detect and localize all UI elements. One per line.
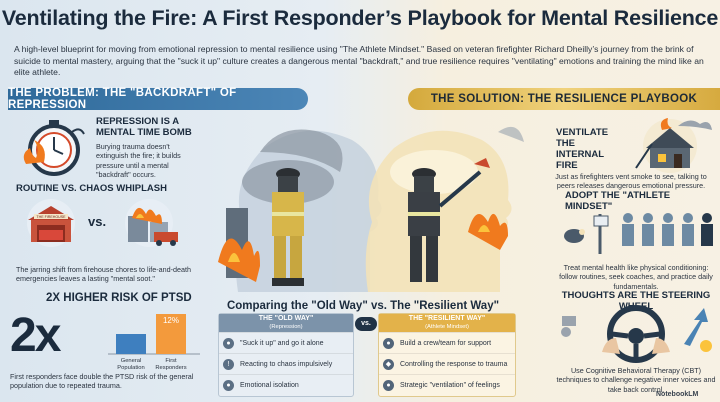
whiplash-vs: vs. <box>88 214 107 229</box>
old-way-header-label: THE "OLD WAY" <box>258 315 314 322</box>
page-title: Ventilating the Fire: A First Responder’… <box>1 6 719 30</box>
chart-category-label: First <box>165 358 177 364</box>
solution-banner: THE SOLUTION: THE RESILIENCE PLAYBOOK <box>408 88 720 110</box>
steering-text: Use Cognitive Behavioral Therapy (CBT) t… <box>556 366 716 394</box>
venting-house-icon <box>635 118 712 173</box>
resilient-way-row: ● Build a crew/team for support <box>379 332 515 353</box>
ptsd-text: First responders face double the PTSD ri… <box>10 372 194 391</box>
old-way-row-label: Emotional isolation <box>240 381 299 389</box>
old-way-row: ! Reacting to chaos impulsively <box>219 353 353 374</box>
ptsd-big-number: 2x <box>10 309 61 362</box>
ventilate-heading: VENTILATE THE INTERNAL FIRE <box>556 127 609 171</box>
chart-data-label: 12% <box>163 316 179 325</box>
resilient-way-row-label: Strategic "ventilation" of feelings <box>400 381 500 389</box>
comparison-vs-badge: vs. <box>355 317 377 331</box>
old-way-column: THE "OLD WAY" (Repression) ● "Suck it up"… <box>218 313 354 397</box>
ptsd-heading: 2X HIGHER RISK OF PTSD <box>46 292 192 304</box>
speech-bubble-icon: ● <box>223 337 234 349</box>
whiplash-heading: ROUTINE VS. CHAOS WHIPLASH <box>16 183 167 194</box>
steering-wheel-icon <box>561 305 712 363</box>
resilient-way-subheader: (Athlete Mindset) <box>425 324 469 330</box>
old-way-row-label: Reacting to chaos impulsively <box>240 360 333 368</box>
bomb-text: Burying trauma doesn't extinguish the fi… <box>96 142 181 180</box>
firehouse-icon: THE FIREHOUSE <box>27 199 75 247</box>
firehouse-sign: THE FIREHOUSE <box>36 215 66 219</box>
resilient-way-header: THE "RESILIENT WAY" (Athlete Mindset) <box>379 314 515 332</box>
resilient-way-row: ● Strategic "ventilation" of feelings <box>379 374 515 395</box>
stopwatch-bomb-icon <box>23 120 85 176</box>
resilient-way-row-label: Controlling the response to trauma <box>400 360 508 368</box>
chaos-scene-icon <box>125 199 178 247</box>
person-icon: ● <box>223 379 234 391</box>
problem-banner: THE PROBLEM: THE "BACKDRAFT" OF REPRESSI… <box>8 87 308 111</box>
chart-category-label: General <box>121 358 142 364</box>
page-subtitle: A high-level blueprint for moving from e… <box>14 44 704 78</box>
comparison-title: Comparing the "Old Way" vs. The "Resilie… <box>226 300 500 312</box>
old-way-row: ● Emotional isolation <box>219 374 353 395</box>
old-way-header: THE "OLD WAY" (Repression) <box>219 314 353 332</box>
chart-category-label: Responders <box>155 365 186 371</box>
warning-icon: ! <box>223 358 234 370</box>
old-way-row: ● "Suck it up" and go it alone <box>219 332 353 353</box>
old-way-row-label: "Suck it up" and go it alone <box>240 339 324 347</box>
comparison-table: THE "OLD WAY" (Repression) ● "Suck it up"… <box>218 313 516 397</box>
ventilate-text: Just as firefighters vent smoke to see, … <box>555 172 707 191</box>
athlete-team-icon <box>564 213 713 254</box>
bomb-heading: REPRESSION IS A MENTAL TIME BOMB <box>96 116 192 138</box>
whiplash-text: The jarring shift from firehouse chores … <box>16 265 191 284</box>
athlete-text: Treat mental health like physical condit… <box>559 263 713 291</box>
head-vent-icon: ● <box>383 379 394 391</box>
team-icon: ● <box>383 337 394 349</box>
firefighter-heads-illustration <box>218 126 524 292</box>
athlete-heading: ADOPT THE "ATHLETE MINDSET" <box>565 190 671 212</box>
chart-category-label: Population <box>117 365 144 371</box>
resilient-way-row-label: Build a crew/team for support <box>400 339 492 347</box>
brand-label: NotebookLM <box>656 391 699 398</box>
resilient-way-row: ◆ Controlling the response to trauma <box>379 353 515 374</box>
control-icon: ◆ <box>383 358 394 370</box>
chart-bar <box>116 334 146 354</box>
old-way-subheader: (Repression) <box>269 324 303 330</box>
chart-bar <box>156 314 186 354</box>
resilient-way-column: THE "RESILIENT WAY" (Athlete Mindset) ● B… <box>378 313 516 397</box>
resilient-way-header-label: THE "RESILIENT WAY" <box>408 315 486 322</box>
